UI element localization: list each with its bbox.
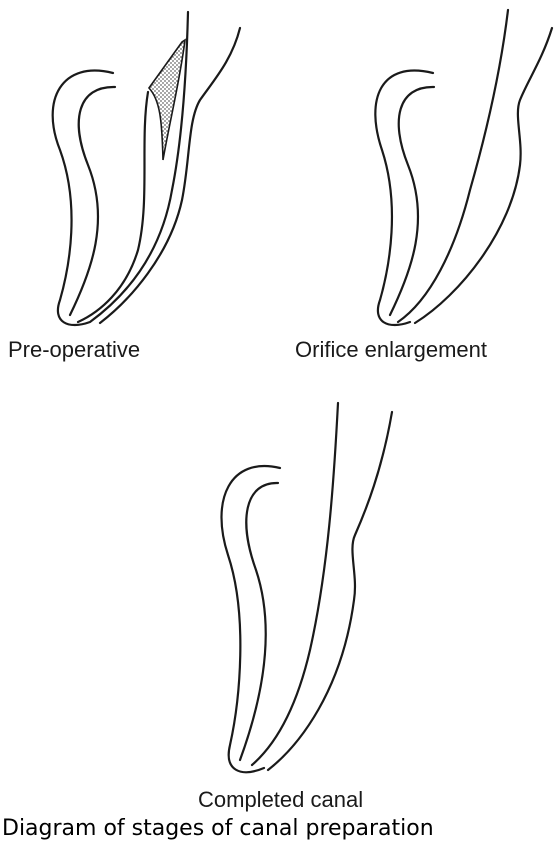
canal-inner-wall-right xyxy=(398,10,508,322)
canal-inner-wall xyxy=(70,87,115,315)
canal-inner-wall xyxy=(240,483,278,760)
figure-caption: Diagram of stages of canal preparation xyxy=(2,816,434,841)
panel-completed-canal xyxy=(170,400,400,790)
label-completed-canal: Completed canal xyxy=(198,787,363,813)
canal-inner-wall xyxy=(390,87,434,315)
panel-pre-operative xyxy=(0,0,280,345)
canal-inner-wall-right xyxy=(252,403,338,765)
label-pre-operative: Pre-operative xyxy=(8,337,140,363)
root-outer-wall xyxy=(375,71,433,326)
root-outer-wall xyxy=(53,12,188,325)
root-drawing-pre-operative xyxy=(0,0,280,345)
root-drawing-orifice-enlargement xyxy=(280,0,555,345)
label-orifice-enlargement: Orifice enlargement xyxy=(295,337,487,363)
panel-orifice-enlargement xyxy=(280,0,555,345)
root-drawing-completed-canal xyxy=(170,400,400,790)
